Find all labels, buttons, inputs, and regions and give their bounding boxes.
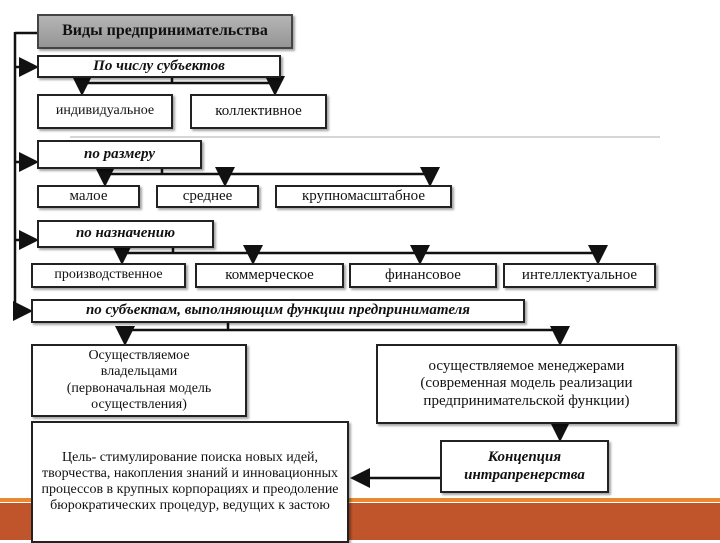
diagram-title: Виды предпринимательства — [37, 14, 293, 49]
item-intellectual: интеллектуальное — [503, 263, 656, 288]
item-small: малое — [37, 185, 140, 208]
item-commercial: коммерческое — [195, 263, 344, 288]
item-managers: осуществляемое менеджерами (современная … — [376, 344, 677, 424]
header-purpose: по назначению — [37, 220, 214, 248]
item-collective: коллективное — [190, 94, 327, 129]
item-large: крупномасштабное — [275, 185, 452, 208]
item-medium: среднее — [156, 185, 259, 208]
item-individual: индивидуальное — [37, 94, 173, 129]
concept-box: Концепция интрапренерства — [440, 440, 609, 493]
header-size: по размеру — [37, 140, 202, 169]
item-production: производственное — [31, 263, 186, 288]
item-financial: финансовое — [349, 263, 497, 288]
footer-accent-line — [0, 498, 720, 502]
header-count: По числу субъектов — [37, 55, 281, 78]
item-owners: Осуществляемое владельцами (первоначальн… — [31, 344, 247, 417]
header-subjects: по субъектам, выполняющим функции предпр… — [31, 299, 525, 323]
goal-box: Цель- стимулирование поиска новых идей, … — [31, 421, 349, 543]
